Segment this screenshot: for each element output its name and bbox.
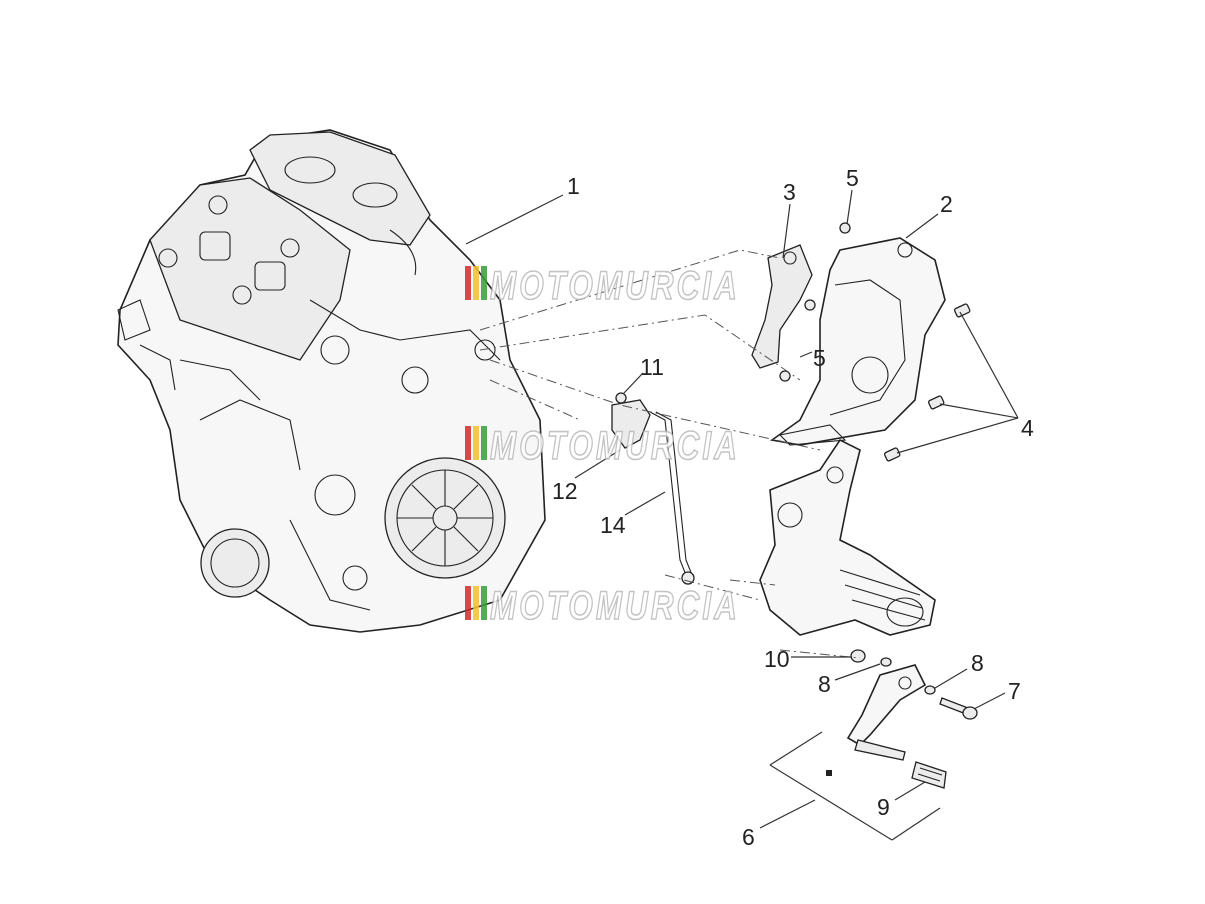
callout-9: 9 (877, 794, 890, 820)
watermark-text: MOTOMURCIA (490, 424, 740, 468)
callout-3: 3 (783, 179, 796, 205)
callout-12: 12 (552, 478, 578, 504)
callout-11: 11 (640, 354, 664, 380)
callout-6: 6 (742, 824, 755, 850)
cover-bracket (751, 244, 813, 369)
footrest-bracket (759, 438, 936, 636)
leader-lines (465, 189, 1019, 841)
watermark-stripe-green (481, 266, 487, 300)
watermark-stripe-yellow (473, 266, 479, 300)
engine-assembly (117, 129, 546, 633)
watermark-text: MOTOMURCIA (490, 584, 740, 628)
watermark-text: MOTOMURCIA (490, 264, 740, 308)
lever-hardware (826, 649, 978, 789)
callout-8-left: 8 (818, 671, 831, 697)
callout-8-right: 8 (971, 650, 984, 676)
watermark-stripe-red (465, 266, 471, 300)
callout-10: 10 (764, 646, 790, 672)
callout-14: 14 (600, 512, 626, 538)
callout-7: 7 (1008, 678, 1021, 704)
sprocket-cover (769, 237, 946, 446)
gear-linkage (611, 392, 695, 585)
callout-5-top: 5 (846, 165, 859, 191)
watermark-top: MOTOMURCIA (465, 263, 740, 309)
gear-lever (846, 664, 927, 761)
watermark-bottom: MOTOMURCIA (465, 583, 740, 629)
callout-labels: 1 2 3 4 5 5 6 7 8 8 9 10 11 12 14 (552, 165, 1034, 850)
watermark-middle: MOTOMURCIA (465, 423, 740, 469)
callout-2: 2 (940, 191, 953, 217)
callout-5-mid: 5 (813, 345, 826, 371)
fasteners (779, 222, 971, 462)
callout-1: 1 (567, 173, 580, 199)
callout-4: 4 (1021, 415, 1034, 441)
